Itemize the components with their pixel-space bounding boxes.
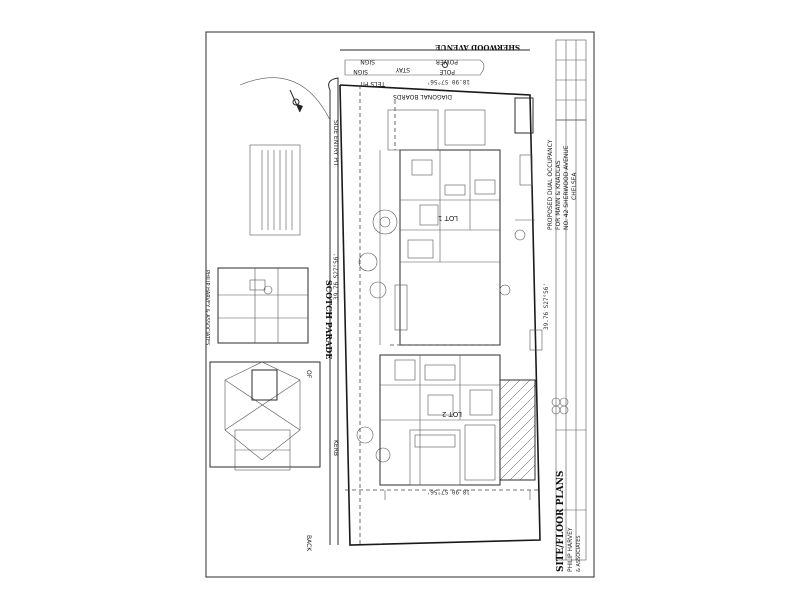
back-label: BACK: [305, 535, 312, 552]
dimension-right: 39.76 S27°56': [543, 283, 550, 330]
project-line-1: PROPOSED DUAL OCCUPANCY: [547, 139, 554, 230]
kerb-label: KERB: [332, 440, 339, 456]
tree-icon: [356, 426, 374, 444]
designer-name: PHILIP HARVEY: [567, 527, 574, 572]
existing-dwelling-lot-1: LOT 1: [387, 97, 543, 351]
property-boundary: 18.90 S7°56' 18.90 S7°56' 39.76 S27°56' …: [333, 78, 550, 546]
tree-icon: [372, 209, 398, 235]
lot-2-label: LOT 2: [442, 410, 462, 418]
street-top-label: SHERWOOD AVENUE: [435, 43, 520, 52]
tree-icon: [375, 447, 391, 463]
tree-icon: [379, 216, 391, 228]
north-arrow-icon: [239, 77, 331, 121]
roof-plan: [209, 361, 321, 471]
dimension-bottom: 18.90 S7°56': [427, 488, 470, 495]
upper-floor-plan: PHILIP HARVEY & ASSOCIATES: [204, 267, 309, 345]
dimension-top: 18.90 S7°56': [427, 78, 470, 85]
tree-icon: [514, 229, 526, 241]
project-line-4: CHELSEA: [571, 172, 578, 200]
tree-icon: [358, 252, 378, 272]
sign-label-2: SIGN: [353, 68, 368, 75]
elevation-stamp: PHILIP HARVEY & ASSOCIATES: [204, 270, 210, 345]
title-block: PROPOSED DUAL OCCUPANCY FOR MANN & KNADL…: [547, 39, 587, 572]
dimension-ticks: [379, 150, 535, 500]
diagonal-boards-label: DIAGONAL BOARDS: [393, 93, 452, 100]
lot-1-label: LOT 1: [438, 214, 458, 222]
stay-label: STAY: [395, 66, 410, 73]
side-entry-pit-label: SIDE ENTRY PIT: [332, 120, 339, 167]
power-label: POWER: [436, 58, 458, 65]
dimension-side: 39.76 S27°56': [333, 253, 340, 300]
power-pole-icon: [442, 62, 448, 68]
driveways: [345, 85, 540, 545]
tree-icon: [369, 281, 387, 299]
street-left-label: SCOTCH PARADE: [324, 280, 334, 359]
trees: [356, 209, 526, 463]
sign-label-1: SIGN: [360, 58, 375, 65]
new-dwelling-lot-2: LOT 2: [379, 354, 501, 486]
stair-icon: [263, 285, 273, 295]
sheet-border: [205, 31, 595, 578]
clothesline-icon: [551, 397, 569, 415]
sheet-title: SITE/FLOOR PLANS: [556, 471, 566, 572]
tree-icon: [499, 284, 511, 296]
pole-label: POLE: [439, 68, 455, 75]
street-scotch: SCOTCH PARADE KERB OF BACK SIDE ENTRY PI…: [305, 77, 339, 552]
hatched-deck: [499, 379, 536, 481]
street-sherwood: SHERWOOD AVENUE SIGN SIGN STAY POWER POL…: [340, 43, 530, 100]
firm-line: & ASSOCIATES: [576, 535, 582, 572]
of-label: OF: [305, 370, 312, 379]
project-line-2: FOR MANN & KNADLAS: [555, 160, 562, 230]
project-line-3: NO. 42 SHERWOOD AVENUE: [563, 145, 570, 230]
area-schedule-table: [249, 144, 301, 236]
telstra-pit-label: TELS PIT: [359, 80, 386, 87]
